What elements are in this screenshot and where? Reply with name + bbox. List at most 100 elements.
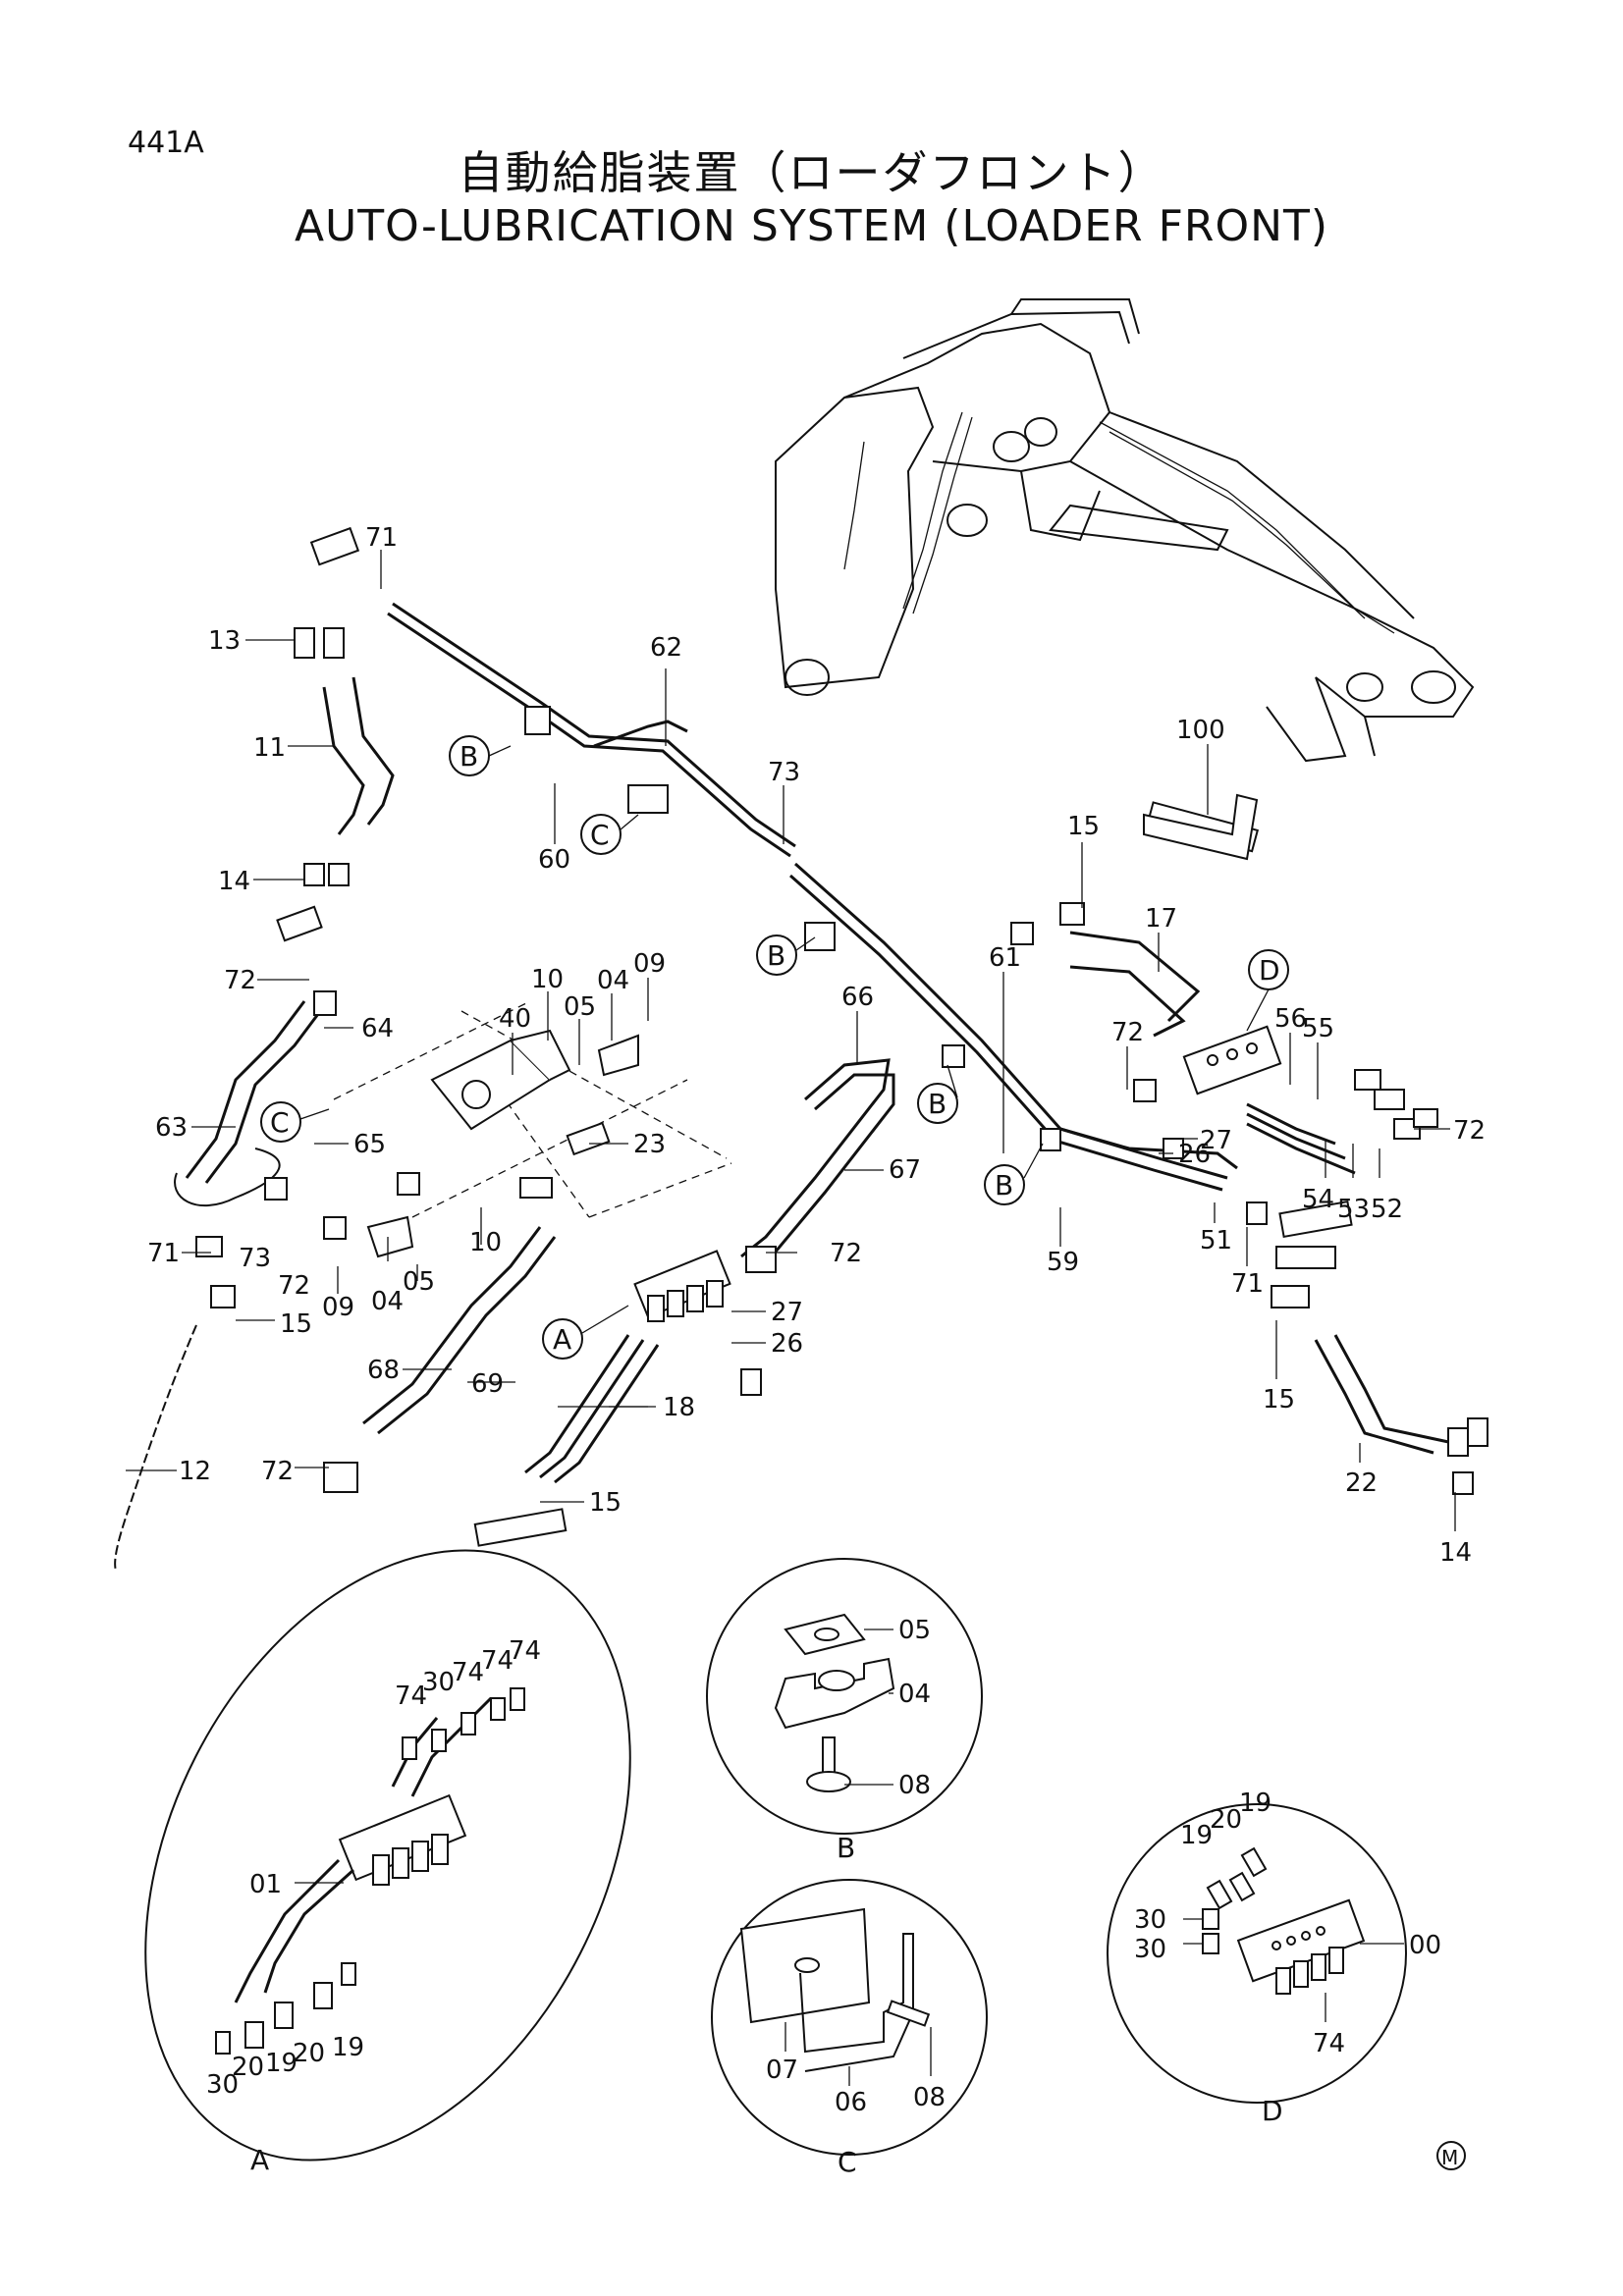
page-title-japanese: 自動給脂装置（ローダフロント）	[458, 146, 1165, 199]
m-mark: M	[1436, 2141, 1466, 2170]
callouts: B C C B B B A D	[260, 735, 1289, 1360]
part-label: 10	[469, 1228, 502, 1257]
page-title-english: AUTO-LUBRICATION SYSTEM (LOADER FRONT)	[294, 201, 1329, 251]
part-label: 65	[353, 1130, 386, 1159]
detail-a-label: 19	[265, 2049, 298, 2078]
detail-c-label: 08	[913, 2083, 946, 2112]
callout-letter: B	[460, 740, 478, 773]
part-label: 62	[650, 633, 682, 663]
detail-b-label: 04	[898, 1680, 931, 1709]
detail-c-label: 07	[766, 2056, 798, 2085]
part-label: 69	[471, 1369, 504, 1399]
part-label: 40	[499, 1004, 531, 1034]
callout-letter: C	[270, 1106, 290, 1139]
part-label: 09	[322, 1293, 354, 1322]
part-label: 72	[830, 1239, 862, 1268]
part-label: 05	[403, 1267, 435, 1297]
callout-letter: B	[995, 1169, 1013, 1201]
part-label: 15	[1067, 812, 1100, 841]
part-label: 59	[1047, 1248, 1079, 1277]
part-label: 26	[1178, 1140, 1211, 1169]
detail-a: 74 30 74 74 74 01 30 20 19 20 19 A	[144, 1549, 631, 2176]
part-label: 14	[1439, 1538, 1472, 1568]
callout-letter: B	[767, 939, 785, 972]
detail-b-label: 08	[898, 1771, 931, 1800]
part-label: 66	[841, 983, 874, 1012]
m-mark-letter: M	[1441, 2146, 1458, 2169]
part-label: 14	[218, 867, 250, 896]
part-label: 17	[1145, 904, 1177, 934]
detail-a-letter: A	[250, 2144, 269, 2176]
part-label: 56	[1274, 1004, 1307, 1034]
detail-b-label: 05	[898, 1616, 931, 1645]
detail-a-label: 01	[249, 1870, 282, 1899]
part-label: 09	[633, 949, 666, 979]
part-label: 54	[1302, 1185, 1334, 1214]
part-label: 67	[889, 1155, 921, 1185]
part-label: 68	[367, 1356, 400, 1385]
piping	[114, 602, 1454, 1572]
part-label: 73	[239, 1244, 271, 1273]
part-label: 11	[253, 733, 286, 763]
part-label: 22	[1345, 1468, 1378, 1498]
detail-b-letter: B	[837, 1832, 855, 1864]
part-label: 15	[280, 1309, 312, 1339]
part-label: 53	[1337, 1195, 1370, 1224]
detail-d-label: 19	[1180, 1821, 1213, 1850]
part-label: 72	[1111, 1018, 1144, 1047]
part-label: 60	[538, 845, 570, 875]
part-label: 100	[1176, 716, 1225, 745]
detail-c: 07 06 08 C	[711, 1879, 988, 2178]
part-label: 15	[589, 1488, 622, 1518]
part-label: 10	[531, 965, 564, 994]
detail-d-label: 74	[1313, 2029, 1345, 2058]
detail-c-label: 06	[835, 2088, 867, 2117]
detail-d-letter: D	[1262, 2095, 1283, 2127]
part-label: 51	[1200, 1226, 1232, 1255]
part-label: 71	[1231, 1269, 1264, 1299]
part-label: 27	[771, 1298, 803, 1327]
callout-letter: D	[1259, 954, 1280, 987]
part-label: 23	[633, 1130, 666, 1159]
detail-d-label: 00	[1409, 1931, 1441, 1960]
part-label: 27	[1200, 1126, 1232, 1155]
detail-a-label: 74	[395, 1682, 427, 1711]
detail-a-label: 19	[332, 2033, 364, 2062]
detail-a-label: 74	[509, 1636, 541, 1666]
detail-d-label: 30	[1134, 1935, 1166, 1964]
part-label: 71	[147, 1239, 180, 1268]
leader-lines	[126, 550, 1456, 1531]
part-label: 18	[663, 1393, 695, 1422]
part-label: 04	[371, 1287, 404, 1316]
part-label: 63	[155, 1113, 188, 1143]
part-labels: 71 13 11 14 72 64 63 65 71 73 72 15 12 7…	[147, 523, 1486, 1568]
part-label: 26	[771, 1329, 803, 1359]
detail-a-label: 20	[293, 2039, 325, 2068]
callout-letter: C	[590, 819, 610, 851]
detail-a-label: 30	[422, 1668, 455, 1697]
part-label: 52	[1371, 1195, 1403, 1224]
part-label: 71	[365, 523, 398, 553]
part-label: 73	[768, 758, 800, 787]
detail-d-label: 30	[1134, 1905, 1166, 1935]
detail-b: 05 04 08 B	[706, 1558, 983, 1864]
part-label: 72	[278, 1271, 310, 1301]
part-label: 55	[1302, 1014, 1334, 1043]
detail-a-label: 74	[481, 1646, 514, 1676]
detail-d-label: 20	[1210, 1805, 1242, 1835]
part-label: 72	[261, 1457, 294, 1486]
detail-c-letter: C	[838, 2146, 857, 2178]
part-label: 04	[597, 966, 629, 995]
part-label: 13	[208, 626, 241, 656]
part-label: 15	[1263, 1385, 1295, 1415]
part-label: 72	[1453, 1116, 1486, 1146]
detail-a-label: 30	[206, 2070, 239, 2100]
detail-d: 19 20 19 30 30 00 74 D	[1107, 1789, 1441, 2127]
part-label: 64	[361, 1014, 394, 1043]
callout-letter: B	[928, 1088, 947, 1120]
callout-letter: A	[553, 1323, 571, 1356]
part-label: 61	[989, 943, 1021, 973]
page-number: 441A	[128, 126, 204, 160]
detail-a-label: 20	[232, 2053, 264, 2082]
